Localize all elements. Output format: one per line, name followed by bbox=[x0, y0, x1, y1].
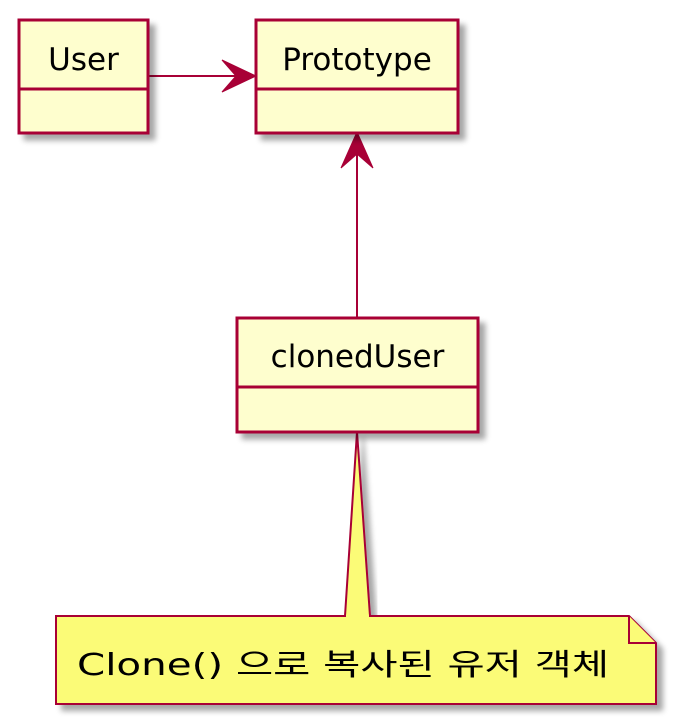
class-box bbox=[17, 18, 150, 135]
class-title-user: User bbox=[48, 42, 119, 78]
class-cloned-user[interactable] bbox=[235, 316, 480, 434]
class-box bbox=[235, 316, 480, 434]
class-title-cloned-user: clonedUser bbox=[271, 339, 445, 375]
note[interactable] bbox=[55, 614, 657, 705]
class-box bbox=[254, 18, 460, 135]
note-folded-corner-icon bbox=[628, 616, 656, 644]
class-title-prototype: Prototype bbox=[282, 42, 432, 78]
class-user[interactable] bbox=[17, 18, 150, 135]
relation-cloneduser-to-prototype bbox=[340, 130, 374, 318]
note-body bbox=[55, 615, 657, 705]
note-connector bbox=[343, 431, 372, 617]
note-text: Clone() 으로 복사된 유저 객체 bbox=[77, 648, 609, 683]
relation-user-to-prototype bbox=[148, 59, 258, 93]
arrowhead-icon bbox=[340, 130, 374, 169]
class-prototype[interactable] bbox=[254, 18, 460, 135]
arrowhead-icon bbox=[221, 59, 258, 93]
